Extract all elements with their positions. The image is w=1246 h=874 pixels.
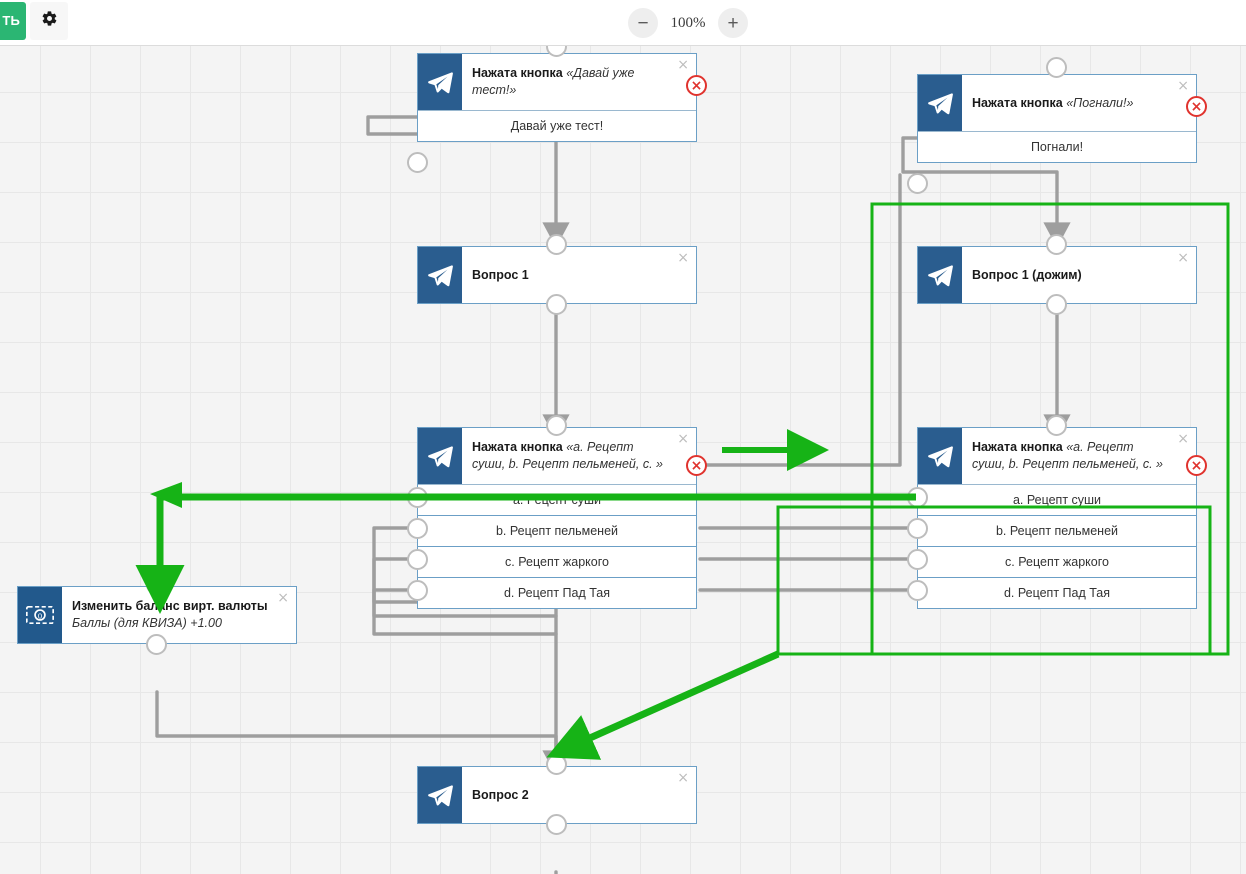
flow-canvas[interactable]: Нажата кнопка «Давай уже тест!» × Давай … <box>0 46 1246 874</box>
node-title: Нажата кнопка «Погнали!» <box>962 75 1196 131</box>
node-title-bold: Нажата кнопка <box>472 440 563 455</box>
connector-in-vopros1[interactable] <box>546 234 567 255</box>
node-title: Вопрос 1 (дожим) <box>962 247 1196 303</box>
node-title-italic: «Давай уже тест!» <box>472 66 635 97</box>
save-button[interactable]: ТЬ <box>0 2 26 40</box>
connector-out-btn-davay[interactable] <box>407 152 428 173</box>
connector-out-vopros1[interactable] <box>546 294 567 315</box>
close-icon[interactable]: × <box>1177 431 1189 447</box>
node-title-bold: Нажата кнопка <box>972 95 1063 110</box>
money-icon: 0 <box>18 587 62 643</box>
telegram-icon <box>418 54 462 110</box>
node-option[interactable]: a. Рецепт суши <box>918 484 1196 515</box>
close-icon[interactable]: × <box>1177 250 1189 266</box>
telegram-icon <box>418 247 462 303</box>
zoom-level-label: 100% <box>670 14 706 31</box>
node-header: Нажата кнопка «a. Рецепт суши, b. Рецепт… <box>418 428 696 484</box>
connector-in-btn-answers-left[interactable] <box>546 415 567 436</box>
node-title: Нажата кнопка «Давай уже тест!» <box>462 54 696 110</box>
close-icon[interactable]: × <box>277 590 289 606</box>
node-title: Вопрос 2 <box>462 767 696 823</box>
node-title-bold: Нажата кнопка <box>472 66 563 81</box>
node-title-bold: Вопрос 2 <box>472 787 529 802</box>
node-title-italic: «Погнали!» <box>1066 95 1134 110</box>
connector-in-balance[interactable] <box>146 574 167 595</box>
node-header: Нажата кнопка «Давай уже тест!» × <box>418 54 696 110</box>
top-toolbar: ТЬ − 100% + <box>0 0 1246 46</box>
connector-out-right-c[interactable] <box>907 549 928 570</box>
svg-text:0: 0 <box>38 612 43 621</box>
node-option[interactable]: c. Рецепт жаркого <box>418 546 696 577</box>
connector-out-vopros1-dojim[interactable] <box>1046 294 1067 315</box>
node-header: Нажата кнопка «Погнали!» × <box>918 75 1196 131</box>
close-icon[interactable]: × <box>1177 78 1189 94</box>
connector-out-right-d[interactable] <box>907 580 928 601</box>
connector-out-left-a[interactable] <box>407 487 428 508</box>
node-btn-davay[interactable]: Нажата кнопка «Давай уже тест!» × Давай … <box>417 53 697 142</box>
node-option[interactable]: c. Рецепт жаркого <box>918 546 1196 577</box>
close-icon[interactable]: × <box>677 431 689 447</box>
telegram-icon <box>918 428 962 484</box>
telegram-icon <box>418 428 462 484</box>
telegram-icon <box>918 247 962 303</box>
close-icon[interactable]: × <box>677 57 689 73</box>
node-title-italic: «a. Рецепт суши, b. Рецепт пельменей, c.… <box>472 440 663 471</box>
node-option[interactable]: d. Рецепт Пад Тая <box>418 577 696 608</box>
connector-out-btn-pognali[interactable] <box>907 173 928 194</box>
node-header: Вопрос 1 × <box>418 247 696 303</box>
node-option[interactable]: b. Рецепт пельменей <box>918 515 1196 546</box>
connector-in-vopros2[interactable] <box>546 754 567 775</box>
connector-out-right-b[interactable] <box>907 518 928 539</box>
node-title-bold: Вопрос 1 <box>472 267 529 282</box>
error-badge-btn-davay[interactable]: × <box>686 75 707 96</box>
zoom-controls: − 100% + <box>628 5 748 41</box>
node-title-bold: Нажата кнопка <box>972 440 1063 455</box>
node-title: Изменить баланс вирт. валюты Баллы (для … <box>62 587 296 643</box>
node-option[interactable]: Давай уже тест! <box>418 110 696 141</box>
node-title: Нажата кнопка «a. Рецепт суши, b. Рецепт… <box>462 428 696 484</box>
close-icon[interactable]: × <box>677 770 689 786</box>
node-btn-answers-right[interactable]: Нажата кнопка «a. Рецепт суши, b. Рецепт… <box>917 427 1197 609</box>
settings-button[interactable] <box>30 2 68 40</box>
node-btn-pognali[interactable]: Нажата кнопка «Погнали!» × Погнали! <box>917 74 1197 163</box>
connector-out-balance[interactable] <box>146 634 167 655</box>
connector-out-left-b[interactable] <box>407 518 428 539</box>
node-title-bold: Изменить баланс вирт. валюты <box>72 599 268 614</box>
connector-in-vopros1-dojim[interactable] <box>1046 234 1067 255</box>
connector-in-btn-answers-right[interactable] <box>1046 415 1067 436</box>
node-title-bold: Вопрос 1 (дожим) <box>972 267 1082 282</box>
node-title: Вопрос 1 <box>462 247 696 303</box>
gear-icon <box>41 10 58 32</box>
telegram-icon <box>418 767 462 823</box>
connector-out-vopros2[interactable] <box>546 814 567 835</box>
error-badge-answers-right[interactable]: × <box>1186 455 1207 476</box>
connector-out-right-a[interactable] <box>907 487 928 508</box>
connector-out-left-c[interactable] <box>407 549 428 570</box>
connector-out-left-d[interactable] <box>407 580 428 601</box>
connector-in-btn-pognali[interactable] <box>1046 57 1067 78</box>
error-badge-answers-left[interactable]: × <box>686 455 707 476</box>
node-title: Нажата кнопка «a. Рецепт суши, b. Рецепт… <box>962 428 1196 484</box>
node-option[interactable]: Погнали! <box>918 131 1196 162</box>
node-option[interactable]: b. Рецепт пельменей <box>418 515 696 546</box>
error-badge-btn-pognali[interactable]: × <box>1186 96 1207 117</box>
node-header: Нажата кнопка «a. Рецепт суши, b. Рецепт… <box>918 428 1196 484</box>
node-title-italic: Баллы (для КВИЗА) +1.00 <box>72 616 222 630</box>
node-btn-answers-left[interactable]: Нажата кнопка «a. Рецепт суши, b. Рецепт… <box>417 427 697 609</box>
node-option[interactable]: a. Рецепт суши <box>418 484 696 515</box>
zoom-out-button[interactable]: − <box>628 8 658 38</box>
telegram-icon <box>918 75 962 131</box>
node-header: Вопрос 2 × <box>418 767 696 823</box>
node-option[interactable]: d. Рецепт Пад Тая <box>918 577 1196 608</box>
close-icon[interactable]: × <box>677 250 689 266</box>
zoom-in-button[interactable]: + <box>718 8 748 38</box>
